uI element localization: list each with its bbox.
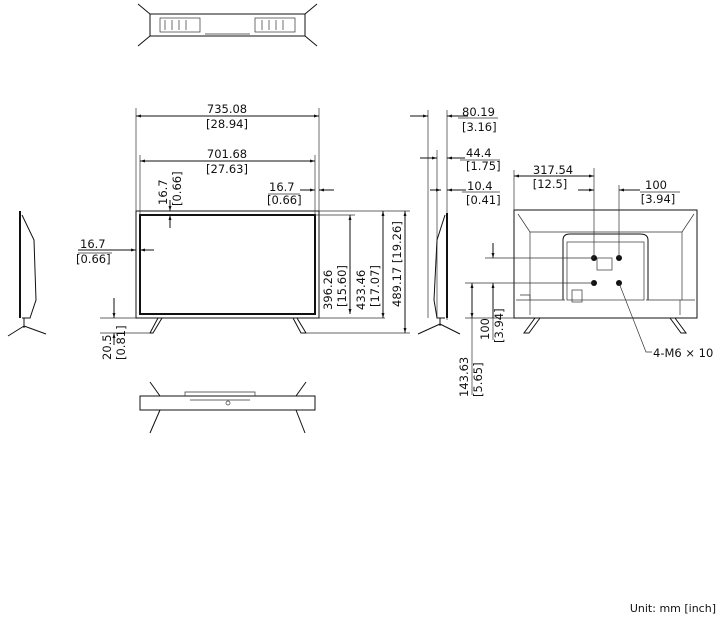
right-bezel-inch: [0.66] (267, 193, 302, 207)
panel-depth-inch: [0.41] (466, 193, 501, 207)
left-side-view (7, 211, 47, 337)
right-bezel-mm: 16.7 (269, 180, 295, 194)
body-depth-inch: [1.75] (466, 159, 501, 173)
vesa-horizontal-inch: [3.94] (641, 192, 676, 206)
vesa-horizontal-mm: 100 (645, 178, 667, 192)
stand-clearance-mm: 20.5 (100, 334, 114, 360)
mount-height-mm: 143.63 (457, 357, 471, 397)
rear-view: 317.54 [12.5] 100 [3.94] 100 [3.94] 143.… (457, 163, 713, 397)
overall-width-inch: [28.94] (206, 117, 248, 131)
body-depth-mm: 44.4 (466, 146, 492, 160)
left-bezel-inch: [0.66] (76, 252, 111, 266)
left-bezel-mm: 16.7 (80, 237, 106, 251)
screw-spec: 4-M6 × 10 (653, 346, 713, 360)
top-bezel-mm: 16.7 (156, 179, 170, 205)
body-height-inch: [17.07] (368, 265, 382, 307)
side-view: 80.19 [3.16] 44.4 [1.75] 10.4 [0.41] (410, 105, 501, 335)
depth-with-stand-inch: [3.16] (462, 120, 497, 134)
top-bezel-inch: [0.66] (170, 171, 184, 206)
screen-width-mm: 701.68 (207, 147, 247, 161)
mount-height-inch: [5.65] (471, 362, 485, 397)
panel-depth-mm: 10.4 (467, 179, 493, 193)
body-height-mm: 433.46 (354, 270, 368, 310)
mount-offset-mm: 317.54 (533, 163, 573, 177)
bottom-view (139, 381, 316, 434)
top-view (137, 3, 318, 47)
depth-with-stand-mm: 80.19 (462, 105, 495, 119)
mount-offset-inch: [12.5] (533, 177, 568, 191)
front-view: 735.08 [28.94] 701.68 [27.63] 16.7 [0.66… (76, 102, 410, 360)
vesa-vertical-mm: 100 (478, 318, 492, 340)
stand-clearance-inch: [0.81] (114, 325, 128, 360)
screen-height-mm: 396.26 (321, 270, 335, 310)
screen-height-inch: [15.60] (335, 265, 349, 307)
unit-label: Unit: mm [inch] (629, 602, 716, 615)
screen-width-inch: [27.63] (206, 162, 248, 176)
overall-height: 489.17 [19.26] (390, 221, 404, 307)
vesa-vertical-inch: [3.94] (492, 308, 506, 343)
overall-width-mm: 735.08 (207, 102, 247, 116)
